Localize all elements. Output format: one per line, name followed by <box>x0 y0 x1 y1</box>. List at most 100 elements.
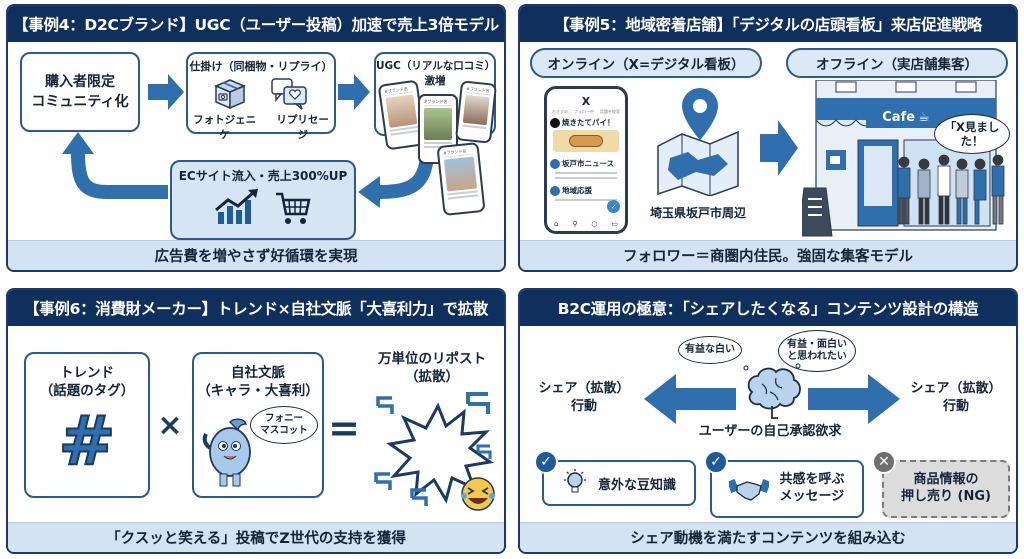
burst-icon <box>386 402 494 504</box>
x-avatar-icon <box>550 117 560 128</box>
case4-title: 【事例4：D2Cブランド】UGC（ユーザー投稿）加速で売上3倍モデル <box>8 6 504 42</box>
coffee-cup-icon: ☕ <box>918 109 930 125</box>
x-avatar-icon <box>550 185 560 196</box>
cafe-sign-text: Cafe <box>882 109 916 125</box>
brain-icon <box>743 363 801 419</box>
ugc-subtitle: 激増 <box>424 75 446 87</box>
x-post-text: 地域応援 <box>562 186 592 195</box>
result-box: ECサイト流入・売上300%UP <box>170 160 356 240</box>
share-line: 行動 <box>942 398 969 414</box>
share-line: シェア（拡散） <box>910 381 1002 396</box>
repost-icon <box>376 396 394 414</box>
b2c-panel: B2C運用の極意：「シェアしたくなる」コンテンツ設計の構造 有益な白い 有益・面… <box>518 288 1018 554</box>
bell-icon[interactable]: ○ <box>591 220 598 228</box>
share-action-left: シェア（拡散） 行動 <box>536 380 632 415</box>
arrow-right-icon <box>760 120 798 176</box>
card-label: メッセージ <box>779 489 845 504</box>
x-tab[interactable]: 話題を検索 <box>600 109 620 114</box>
x-app-title: X <box>581 95 591 108</box>
growth-chart-icon <box>215 189 258 224</box>
ugc-title: UGC（リアルな口コミ） <box>376 60 496 72</box>
hashtag-icon: # <box>58 402 117 482</box>
mascot-bubble-line: フォニー <box>264 413 303 425</box>
pie-image <box>553 130 619 152</box>
cafe-store-illustration <box>802 80 1005 237</box>
trend-subtitle: （話題のタグ） <box>39 383 135 400</box>
community-box: 購入者限定 コミュニティ化 <box>20 52 140 132</box>
compose-button[interactable]: ✓ <box>607 200 620 213</box>
x-post[interactable]: 地域応援 <box>550 185 622 196</box>
x-post[interactable]: 焼きたてパイ！ <box>550 117 622 128</box>
online-label: オンライン（X=デジタル看板） <box>530 48 762 78</box>
arrow-right-icon <box>808 374 900 424</box>
case4-footer: 広告費を増やさず好循環を実現 <box>8 240 504 270</box>
x-bottom-nav: ⌂ ⚲ ○ ▭ <box>547 220 625 228</box>
card-label: 意外な豆知識 <box>597 477 676 493</box>
arrow-left-icon <box>644 374 736 424</box>
offline-label: オフライン（実店舗集客） <box>786 48 1008 78</box>
share-action-right: シェア（拡散） 行動 <box>908 380 1004 415</box>
case6-footer: 「クスッと笑える」投稿でZ世代の支持を獲得 <box>8 522 504 552</box>
trend-title: トレンド <box>60 365 114 381</box>
x-tab[interactable]: おすすめ <box>552 109 568 114</box>
repost-title-line: 万単位のリポスト <box>378 351 486 367</box>
trend-box: トレンド （話題のタグ） # <box>24 352 150 498</box>
content-card-empathy: 共感を呼ぶ メッセージ <box>710 460 864 518</box>
x-post-text: 坂戸市ニュース <box>562 159 615 168</box>
ugc-phone: #ブランド名 <box>454 80 498 144</box>
thought-bubble-left: 有益な白い <box>678 336 742 364</box>
check-icon: ✓ <box>704 450 728 474</box>
search-icon[interactable]: ⚲ <box>572 220 578 228</box>
community-line-2: コミュニティ化 <box>31 94 129 110</box>
home-icon[interactable]: ⌂ <box>553 220 559 228</box>
card-label: 押し売り (NG) <box>901 489 991 504</box>
arrow-right-2 <box>338 74 370 110</box>
ugc-phone: #ブランド名 <box>436 141 486 217</box>
card-label: 共感を呼ぶ <box>779 472 845 488</box>
tactics-box: 仕掛け（同梱物・リプライ） フォトジェニケ リプリセージ <box>186 52 336 141</box>
mascot-speech-bubble: フォニー マスコット <box>250 406 318 444</box>
check-icon: ✓ <box>534 450 558 474</box>
repost-icon <box>410 488 428 506</box>
speech-bubble: 「X見ました！ <box>934 114 1010 154</box>
x-post[interactable]: 坂戸市ニュース <box>550 158 622 169</box>
repost-title-line: （拡散） <box>405 369 459 386</box>
thought-line: と思われたい <box>787 351 847 362</box>
tactic-label-photogenic: フォトジェニケ <box>193 114 257 141</box>
repost-title: 万単位のリポスト （拡散） <box>364 350 500 386</box>
map-label: 埼玉県坂戸市周辺 <box>649 206 746 220</box>
card-label: 商品情報の <box>913 472 979 488</box>
context-title: 自社文脈 <box>231 365 285 381</box>
x-avatar-icon <box>550 158 560 169</box>
case5-footer: フォロワー＝商圏内住民。強固な集客モデル <box>520 240 1016 270</box>
ugc-phone-header: #ブランド名 <box>424 99 452 106</box>
package-camera-icon <box>214 79 246 110</box>
arrow-right-1 <box>148 74 184 110</box>
lightbulb-icon <box>563 469 586 493</box>
mascot-icon <box>202 418 251 487</box>
case5-panel: 【事例5：地域密着店舗】「デジタルの店頭看板」来店促進戦略 オンライン（X=デジ… <box>518 4 1018 272</box>
repost-icon <box>476 444 492 459</box>
tactics-title: 仕掛け（同梱物・リプライ） <box>189 60 333 73</box>
times-sign: × <box>157 408 183 443</box>
case5-title: 【事例5：地域密着店舗】「デジタルの店頭看板」来店促進戦略 <box>520 6 1016 42</box>
share-line: 行動 <box>570 398 597 414</box>
share-line: シェア（拡散） <box>538 381 630 396</box>
tactic-label-reply: リプリセージ <box>276 114 329 141</box>
case6-panel: 【事例6：消費財メーカー】トレンド×自社文脈「大喜利力」で拡散 トレンド （話題… <box>6 288 506 554</box>
mascot-bubble-line: マスコット <box>260 425 308 436</box>
repost-icon <box>374 472 392 490</box>
cafe-sign: Cafe☕ <box>866 106 946 128</box>
community-line-1: 購入者限定 <box>45 73 115 90</box>
map-pin-icon <box>657 88 739 196</box>
b2c-title: B2C運用の極意：「シェアしたくなる」コンテンツ設計の構造 <box>520 290 1016 326</box>
b2c-footer: シェア動機を満たすコンテンツを組み込む <box>520 522 1016 552</box>
x-tab[interactable]: フォロー中 <box>574 109 594 114</box>
repost-icon <box>466 392 490 414</box>
self-approval-label: ユーザーの自己承認欲求 <box>698 424 842 439</box>
arrow-return-left <box>71 151 168 199</box>
mail-icon[interactable]: ▭ <box>611 220 618 228</box>
close-icon: ✕ <box>872 450 896 474</box>
content-card-trivia: 意外な豆知識 <box>542 460 696 506</box>
equals-sign: = <box>328 406 360 450</box>
